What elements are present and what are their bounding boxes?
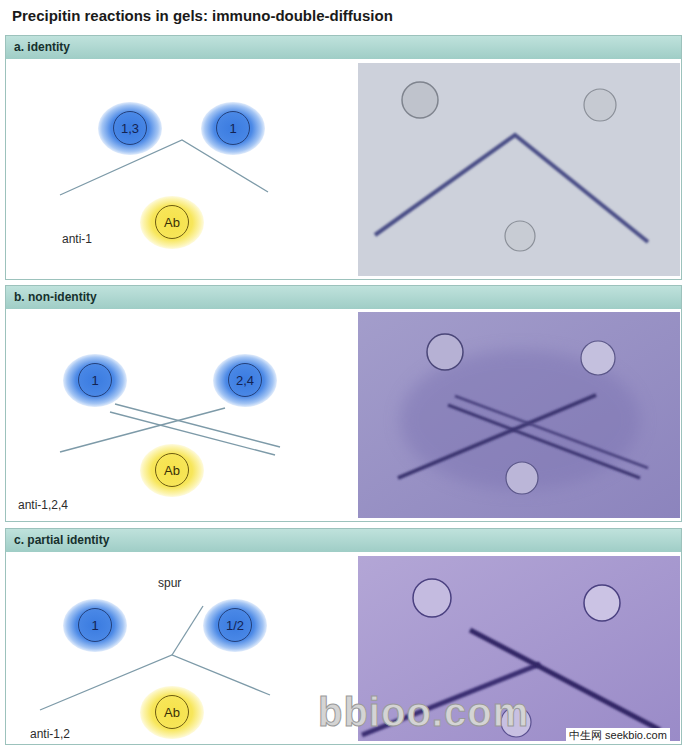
well-ring: Ab [155,205,189,239]
antigen-well: 2,4 [213,354,277,407]
annotation-label: anti-1 [62,232,92,246]
precipitin-line [115,404,280,447]
precipitin-line [455,396,648,468]
well-label: 1 [91,618,98,633]
well-label: 1,3 [121,121,139,136]
well-ring: 1 [216,111,250,145]
gel-well [505,221,535,251]
figure-title: Precipitin reactions in gels: immuno-dou… [12,7,393,24]
well-label: 1 [229,121,236,136]
antibody-well: Ab [140,196,204,249]
well-label: 2,4 [236,373,254,388]
well-label: Ab [164,215,180,230]
precipitin-line [60,408,225,452]
well-label: 1/2 [226,618,244,633]
precipitin-arc [375,135,648,242]
well-ring: 1,3 [113,111,147,145]
well-label: Ab [164,705,180,720]
panel: b. non-identity 1 2,4Ab [5,285,682,522]
panel: a. identity 1,3 1Ab [5,35,682,280]
antigen-well: 1,3 [98,102,162,155]
panel-heading: a. identity [6,36,681,59]
well-ring: Ab [155,695,189,729]
annotation-label: anti-1,2 [30,727,70,741]
annotation-label: anti-1,2,4 [18,498,68,512]
panel-heading: c. partial identity [6,529,681,552]
annotation-label: spur [158,576,181,590]
gel-well [402,82,438,118]
antibody-well: Ab [140,444,204,497]
precipitin-line [110,412,275,455]
well-ring: 1 [78,608,112,642]
watermark: bbioo.com [318,690,529,735]
antigen-well: 1 [63,599,127,652]
gel-well [427,334,463,370]
precipitin-spur [172,606,203,655]
watermark: 中生网 seekbio.com [566,728,670,743]
gel-well [584,585,620,621]
gel-well [581,341,615,375]
gel-well [506,462,538,494]
well-ring: 1 [78,363,112,397]
gel-well [413,579,451,617]
antigen-well: 1/2 [203,599,267,652]
well-ring: 2,4 [228,363,262,397]
well-label: Ab [164,463,180,478]
well-label: 1 [91,373,98,388]
antigen-well: 1 [201,102,265,155]
precipitin-line [448,405,640,478]
gel-photo [358,312,680,518]
well-ring: 1/2 [218,608,252,642]
antigen-well: 1 [63,354,127,407]
gel-photo [358,63,680,276]
antibody-well: Ab [140,686,204,739]
well-ring: Ab [155,453,189,487]
panel-heading: b. non-identity [6,286,681,309]
gel-well [584,89,616,121]
